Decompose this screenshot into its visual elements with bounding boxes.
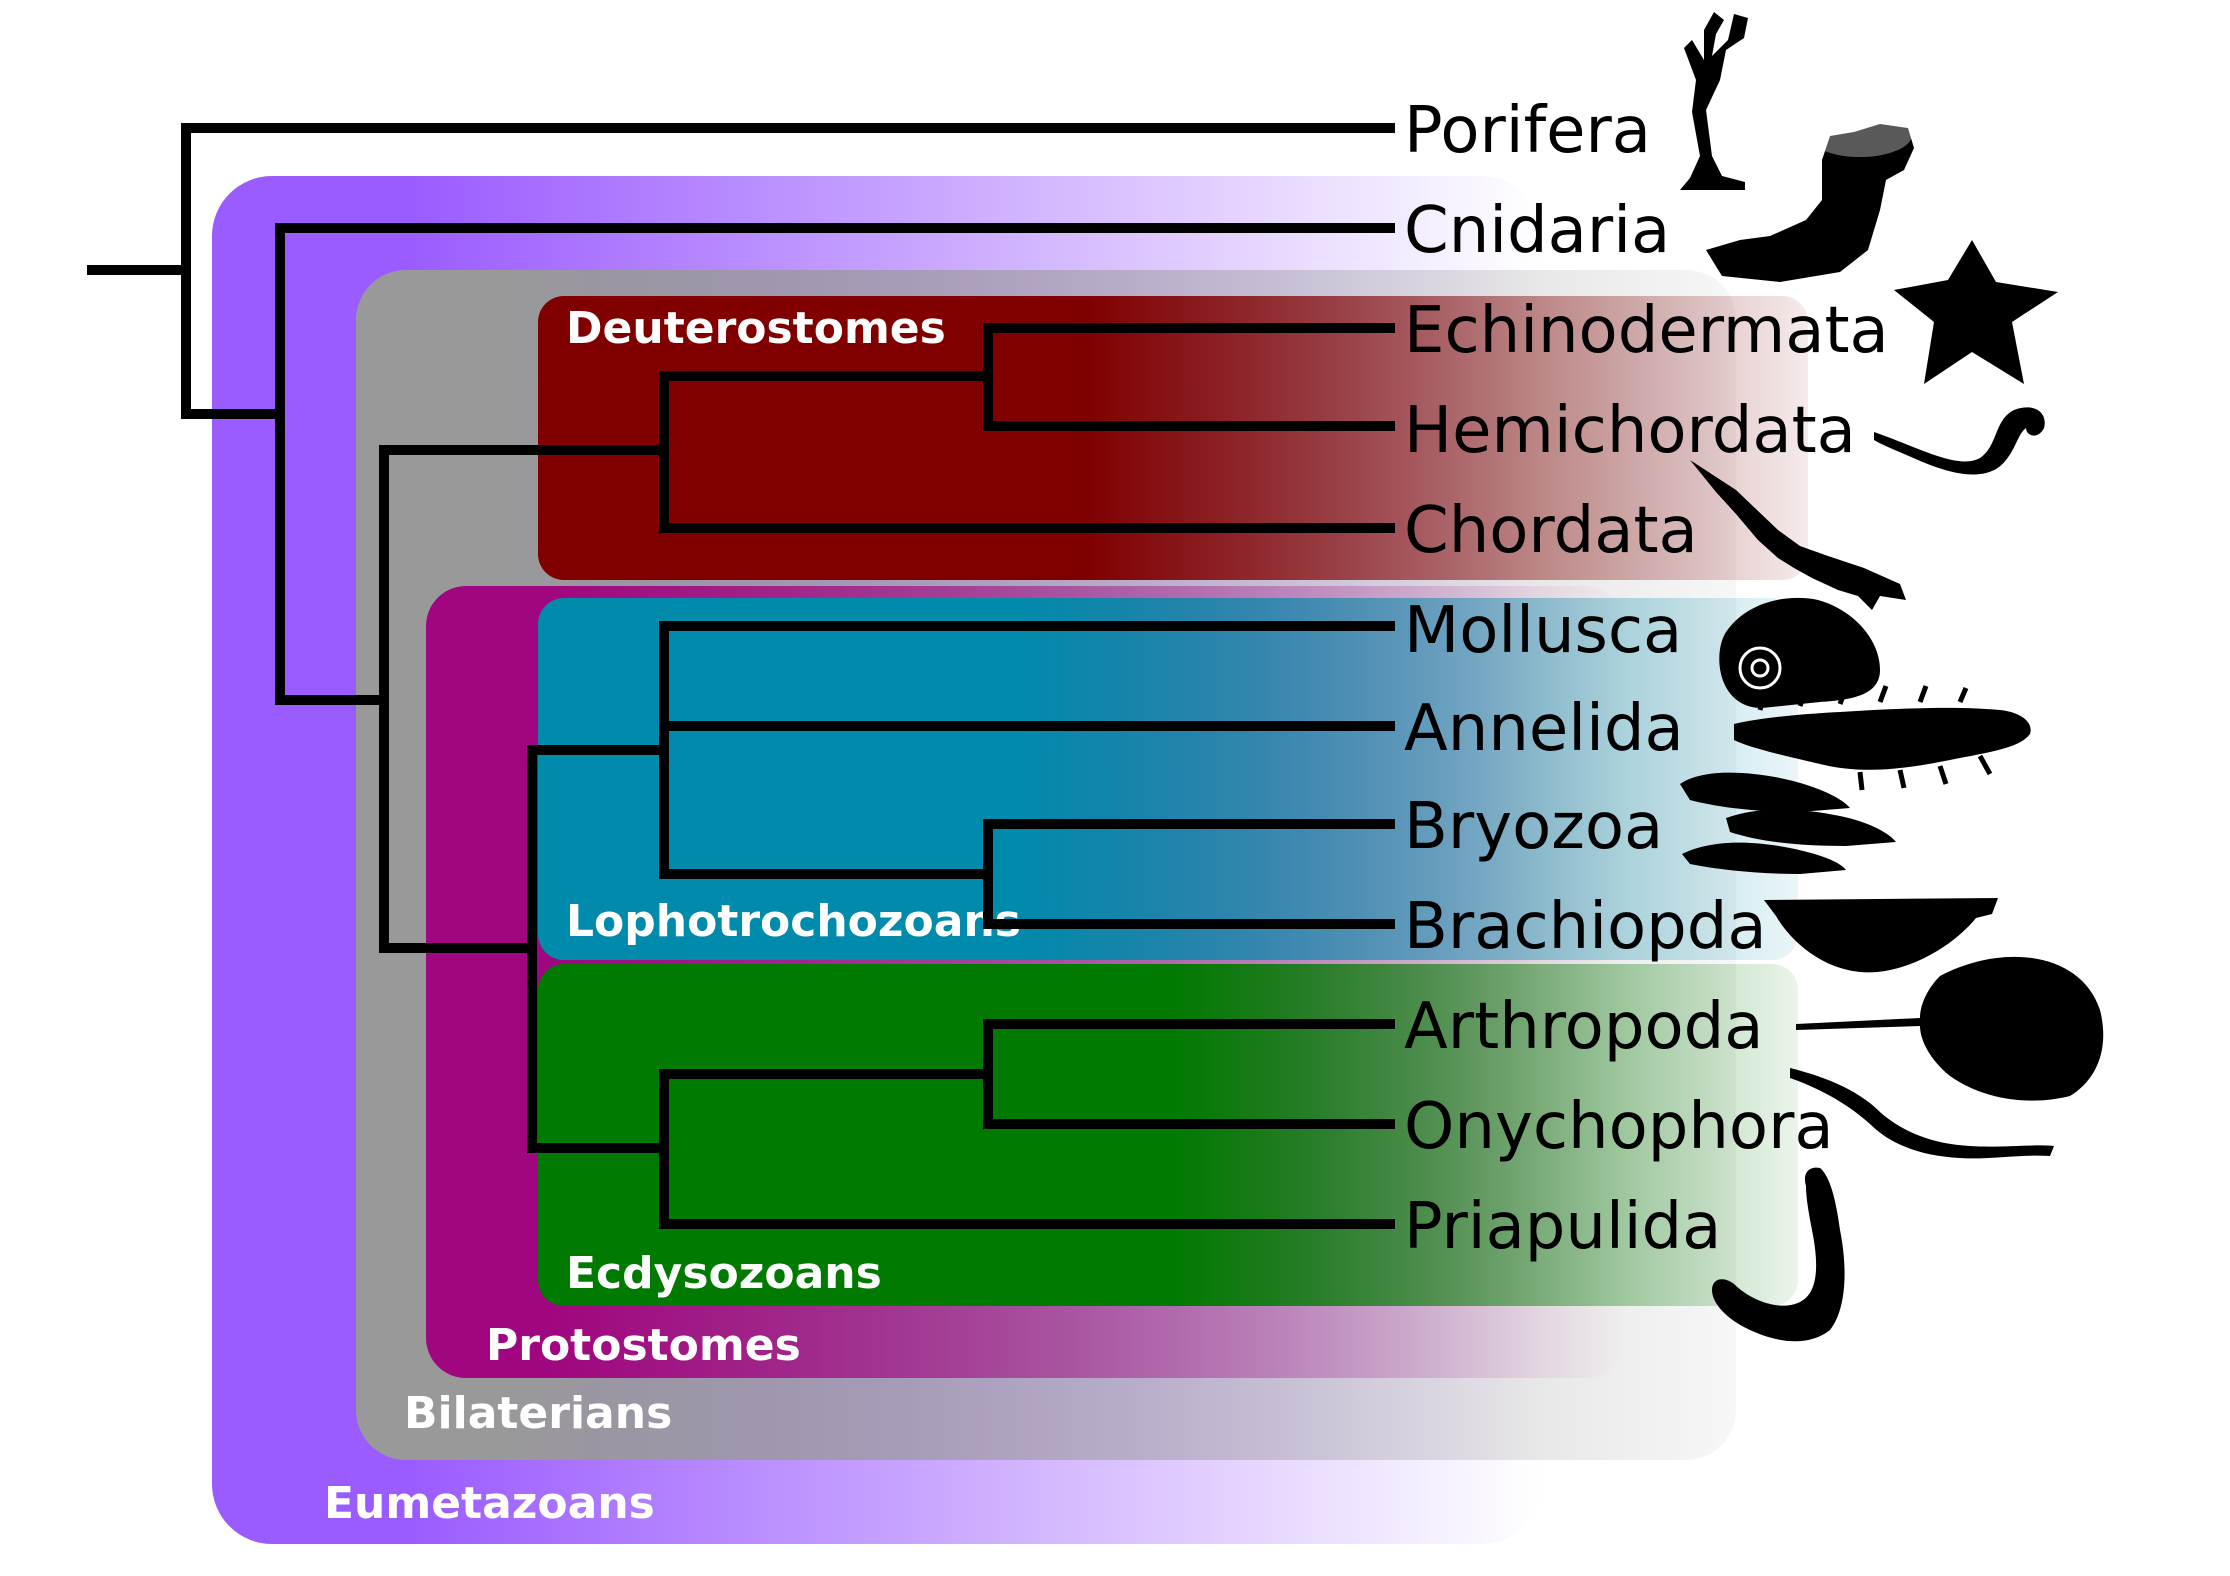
velvet-worm-icon — [1790, 1068, 2054, 1159]
acorn-worm-icon — [1874, 407, 2045, 475]
eumetazoans-label: Eumetazoans — [324, 1478, 655, 1529]
sponge-icon — [1680, 12, 1748, 190]
snail-shell-icon — [1719, 597, 1880, 708]
taxon-bryozoa: Bryozoa — [1404, 790, 1663, 864]
bilaterians-label: Bilaterians — [404, 1388, 672, 1439]
priapulid-worm-icon — [1712, 1167, 1845, 1342]
taxon-brachiopda: Brachiopda — [1404, 890, 1767, 964]
eagle-icon — [1690, 460, 1906, 610]
starfish-icon — [1894, 240, 2058, 384]
coral-icon — [1706, 113, 1914, 282]
ecdysozoans-label: Ecdysozoans — [566, 1248, 882, 1299]
taxon-arthropoda: Arthropoda — [1404, 990, 1763, 1064]
taxon-chordata: Chordata — [1404, 494, 1698, 568]
polychaete-worm-icon — [1734, 685, 2031, 791]
taxon-echinodermata: Echinodermata — [1404, 294, 1889, 368]
bryozoan-icon — [1680, 772, 1896, 874]
horseshoe-crab-icon — [1796, 956, 2104, 1101]
taxon-annelida: Annelida — [1404, 692, 1684, 766]
deuterostomes-label: Deuterostomes — [566, 303, 946, 354]
brachiopod-icon — [1764, 898, 1998, 973]
taxon-mollusca: Mollusca — [1404, 594, 1682, 668]
protostomes-label: Protostomes — [486, 1320, 801, 1371]
taxon-porifera: Porifera — [1404, 94, 1651, 168]
tree-branches — [87, 123, 1395, 1229]
taxon-hemichordata: Hemichordata — [1404, 394, 1856, 468]
taxon-onychophora: Onychophora — [1404, 1090, 1834, 1164]
taxon-cnidaria: Cnidaria — [1404, 194, 1670, 268]
deuterostomes-box — [538, 296, 1808, 580]
lophotrochozoans-label: Lophotrochozoans — [566, 896, 1021, 947]
taxon-priapulida: Priapulida — [1404, 1190, 1721, 1264]
